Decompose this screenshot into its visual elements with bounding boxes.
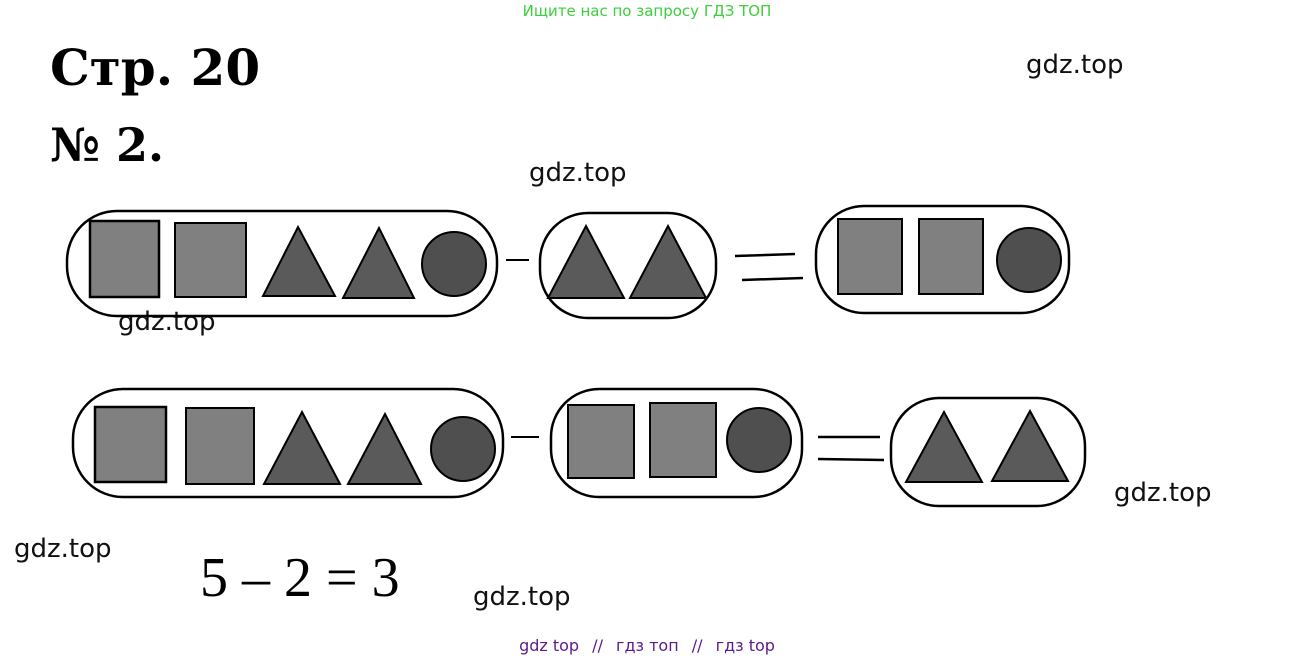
footer-separator: // [592, 636, 603, 655]
circle-shape [996, 227, 1062, 293]
watermark: gdz.top [473, 582, 571, 612]
square-shape [185, 407, 255, 485]
circle-shape [726, 407, 792, 473]
page-title: Стр. 20 [50, 38, 261, 97]
triangle-shape [346, 411, 423, 485]
square-shape [93, 405, 168, 484]
square-shape [649, 402, 717, 478]
equals-sign [817, 435, 885, 462]
triangle-shape [628, 223, 708, 299]
triangle-shape [262, 409, 342, 485]
watermark: gdz.top [1114, 478, 1212, 508]
group-outline [538, 211, 718, 320]
group-outline [71, 387, 505, 499]
circle-shape [430, 416, 496, 482]
footer-link-gdz-top-mixed[interactable]: гдз top [715, 636, 775, 655]
watermark: gdz.top [529, 158, 627, 188]
triangle-shape [990, 408, 1070, 482]
group-outline [549, 387, 804, 499]
footer-links: gdz top // гдз топ // гдз top [0, 636, 1294, 655]
triangle-shape [546, 223, 626, 299]
group-row2-first [71, 387, 505, 499]
footer-separator: // [691, 636, 703, 655]
triangle-shape [904, 409, 984, 483]
equals-sign [734, 252, 804, 282]
watermark: gdz.top [1026, 50, 1124, 80]
square-shape [918, 218, 984, 295]
footer-link-gdz-top-cyrillic[interactable]: гдз топ [616, 636, 679, 655]
top-banner: Ищите нас по запросу ГДЗ ТОП [522, 2, 772, 20]
triangle-shape [261, 224, 337, 297]
square-shape [88, 219, 161, 299]
group-outline [814, 204, 1071, 315]
group-outline [889, 396, 1087, 508]
group-row2-second [549, 387, 804, 499]
row-1 [65, 204, 1071, 320]
group-row1-third [814, 204, 1071, 315]
footer-link-gdz-top[interactable]: gdz top [519, 636, 580, 655]
circle-shape [421, 231, 487, 297]
equation: 5 – 2 = 3 [200, 547, 400, 609]
square-shape [837, 218, 903, 295]
group-outline [65, 209, 499, 318]
watermark: gdz.top [14, 534, 112, 564]
square-shape [174, 222, 247, 298]
watermark: gdz.top [118, 307, 216, 337]
group-row1-first [65, 209, 499, 318]
square-shape [567, 404, 635, 479]
task-number: № 2. [50, 118, 165, 172]
group-row1-second [538, 211, 718, 320]
triangle-shape [341, 225, 416, 299]
row-2 [71, 387, 1087, 508]
group-row2-third [889, 396, 1087, 508]
